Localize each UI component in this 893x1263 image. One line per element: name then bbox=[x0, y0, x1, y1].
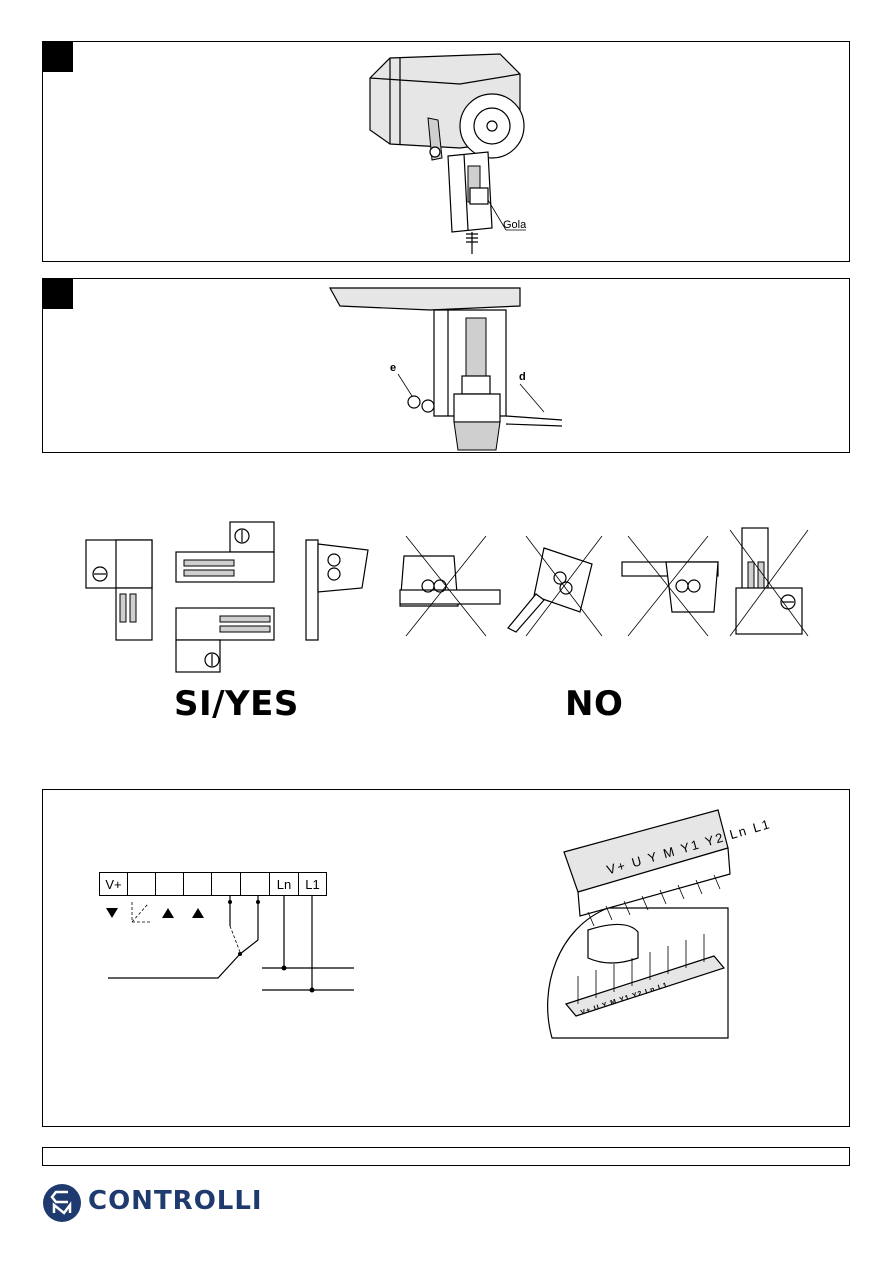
terminal-l1: L1 bbox=[298, 872, 327, 896]
terminal-3 bbox=[155, 872, 184, 896]
step1-marker bbox=[43, 42, 73, 72]
terminal-2 bbox=[127, 872, 156, 896]
allowed-positions-illustration bbox=[85, 521, 369, 673]
gola-callout-label: Gola bbox=[503, 219, 527, 231]
brand-name: CONTROLLI bbox=[88, 1186, 263, 1216]
terminal-4 bbox=[183, 872, 212, 896]
connector-label-u: U bbox=[629, 852, 645, 871]
forbidden-positions-illustration bbox=[399, 527, 809, 637]
controlli-logo-icon bbox=[43, 1184, 81, 1222]
callout-e: e bbox=[390, 362, 397, 374]
connector-label-y: Y bbox=[646, 848, 661, 866]
terminal-connector-illustration bbox=[547, 809, 731, 1039]
bracket-fixing-illustration bbox=[328, 287, 563, 451]
callout-d: d bbox=[519, 371, 526, 383]
footer-note-box bbox=[42, 1147, 850, 1166]
not-allowed-positions-label: NO bbox=[565, 684, 624, 724]
terminal-5 bbox=[211, 872, 241, 896]
terminal-ln: Ln bbox=[269, 872, 299, 896]
allowed-positions-label: SI/YES bbox=[174, 684, 299, 724]
actuator-assembly-illustration bbox=[369, 53, 526, 254]
terminal-6 bbox=[240, 872, 270, 896]
terminal-v-plus: V+ bbox=[99, 872, 128, 896]
wiring-schematic bbox=[106, 896, 354, 993]
step2-marker bbox=[43, 279, 73, 309]
